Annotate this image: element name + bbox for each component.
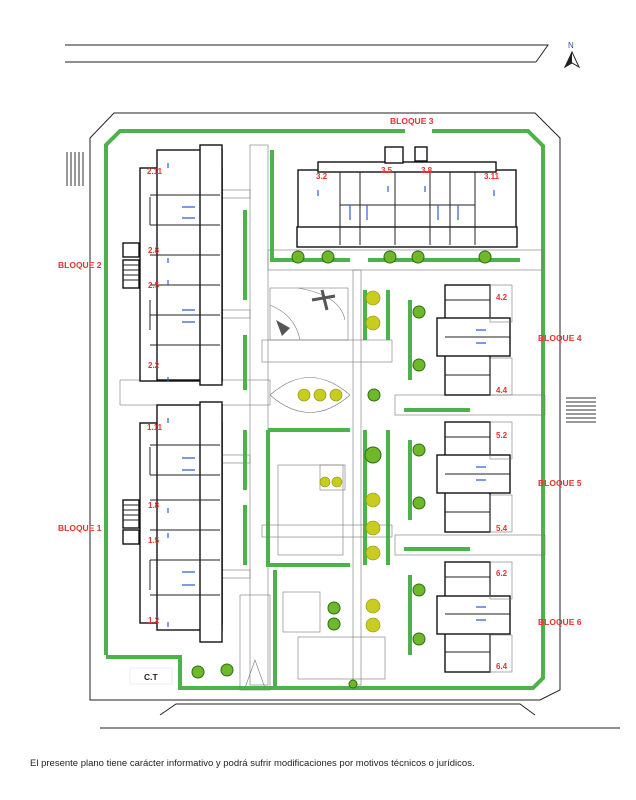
building-bloque-2: [139, 144, 223, 386]
unit-label: 2.5: [148, 281, 160, 290]
building-bloque-4: [436, 284, 513, 396]
unit-label: 5.4: [496, 524, 508, 533]
central-plaza-band: [261, 339, 393, 363]
disclaimer: El presente plano tiene carácter informa…: [30, 758, 475, 769]
stair-core-b2: [122, 242, 140, 289]
unit-label: 4.2: [496, 293, 508, 302]
left-entrance: [66, 152, 84, 186]
label-bloque-1: BLOQUE 1: [58, 523, 102, 533]
pool-area: [261, 464, 393, 680]
building-bloque-5: [436, 421, 513, 533]
palms: [297, 290, 381, 633]
unit-label: 2.11: [147, 167, 163, 176]
unit-label: 5.2: [496, 431, 508, 440]
building-bloque-6: [436, 561, 513, 673]
unit-label: 6.2: [496, 569, 508, 578]
unit-label: 1.5: [148, 536, 160, 545]
unit-label: 2.8: [148, 246, 160, 255]
oval-plaza: [269, 377, 351, 413]
unit-label: 3.8: [421, 166, 433, 175]
label-bloque-2: BLOQUE 2: [58, 260, 102, 270]
unit-label: 6.4: [496, 662, 508, 671]
stair-core-b1: [122, 499, 140, 545]
perimeter-hedge: [104, 129, 545, 690]
unit-label: 4.4: [496, 386, 508, 395]
label-bloque-6: BLOQUE 6: [538, 617, 582, 627]
unit-label: 3.5: [381, 166, 393, 175]
unit-label: 1.8: [148, 501, 160, 510]
ct-box: [129, 667, 173, 685]
building-bloque-1: [139, 401, 223, 643]
north-arrow-icon: N: [563, 41, 581, 69]
trees: [191, 250, 492, 689]
right-entrance: [566, 397, 596, 423]
label-bloque-5: BLOQUE 5: [538, 478, 582, 488]
bottom-road: [100, 703, 620, 729]
label-bloque-3: BLOQUE 3: [390, 116, 434, 126]
playground: [269, 287, 349, 341]
top-road: [65, 44, 549, 63]
plot-boundary: [89, 112, 561, 701]
ct-label: C.T: [144, 672, 159, 682]
building-bloque-3: [296, 146, 518, 248]
unit-label: 1.2: [148, 616, 160, 625]
north-label: N: [568, 41, 574, 50]
unit-label: 1.11: [147, 423, 163, 432]
unit-label: 3.2: [316, 172, 328, 181]
unit-label: 3.11: [484, 172, 500, 181]
unit-labels: 2.11 2.8 2.5 2.2 1.11 1.8 1.5 1.2 3.2 3.…: [147, 166, 508, 671]
unit-label: 2.2: [148, 361, 160, 370]
label-bloque-4: BLOQUE 4: [538, 333, 582, 343]
inner-hedges: [243, 150, 520, 688]
